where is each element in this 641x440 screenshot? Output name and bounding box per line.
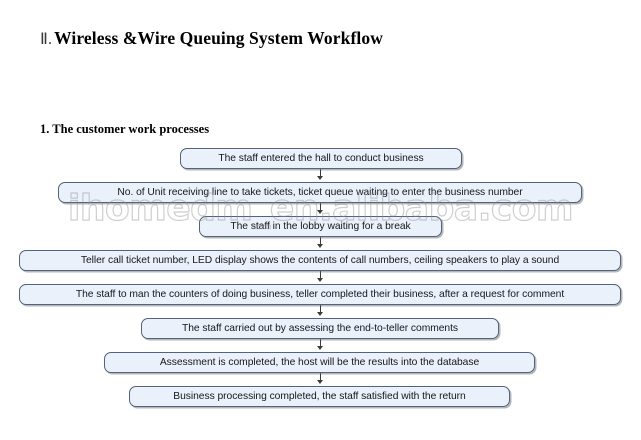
flow-connector-5-6	[316, 305, 325, 316]
section-title: 1. The customer work processes	[40, 122, 210, 137]
page-title-numeral: Ⅱ.	[40, 30, 53, 48]
page-title-text: Wireless &Wire Queuing System Workflow	[54, 27, 383, 48]
flow-node-label: Business processing completed, the staff…	[173, 391, 466, 402]
flow-node-step-1[interactable]: The staff entered the hall to conduct bu…	[180, 148, 462, 169]
flow-node-step-7[interactable]: Assessment is completed, the host will b…	[104, 352, 535, 373]
flow-node-label: Teller call ticket number, LED display s…	[80, 255, 560, 266]
flow-connector-7-8	[316, 373, 325, 384]
flow-node-label: No. of Unit receiving line to take ticke…	[117, 187, 523, 198]
flow-connector-4-5	[316, 271, 325, 282]
flow-node-step-6[interactable]: The staff carried out by assessing the e…	[141, 318, 499, 339]
flow-node-label: The staff entered the hall to conduct bu…	[218, 153, 424, 164]
flow-node-label: The staff in the lobby waiting for a bre…	[230, 221, 411, 232]
page-title: Ⅱ.Wireless &Wire Queuing System Workflow	[40, 28, 383, 49]
flow-node-label: The staff to man the counters of doing b…	[75, 289, 565, 300]
flow-connector-3-4	[316, 237, 325, 248]
flow-node-label: The staff carried out by assessing the e…	[181, 323, 459, 334]
flow-connector-2-3	[316, 203, 325, 214]
flow-node-step-4[interactable]: Teller call ticket number, LED display s…	[19, 250, 621, 271]
flow-node-step-2[interactable]: No. of Unit receiving line to take ticke…	[58, 182, 582, 203]
flow-node-step-3[interactable]: The staff in the lobby waiting for a bre…	[199, 216, 442, 237]
flow-node-step-8[interactable]: Business processing completed, the staff…	[129, 386, 510, 407]
flow-node-label: Assessment is completed, the host will b…	[159, 357, 480, 368]
flow-connector-6-7	[316, 339, 325, 350]
flow-connector-1-2	[316, 169, 325, 180]
flow-node-step-5[interactable]: The staff to man the counters of doing b…	[19, 284, 621, 305]
